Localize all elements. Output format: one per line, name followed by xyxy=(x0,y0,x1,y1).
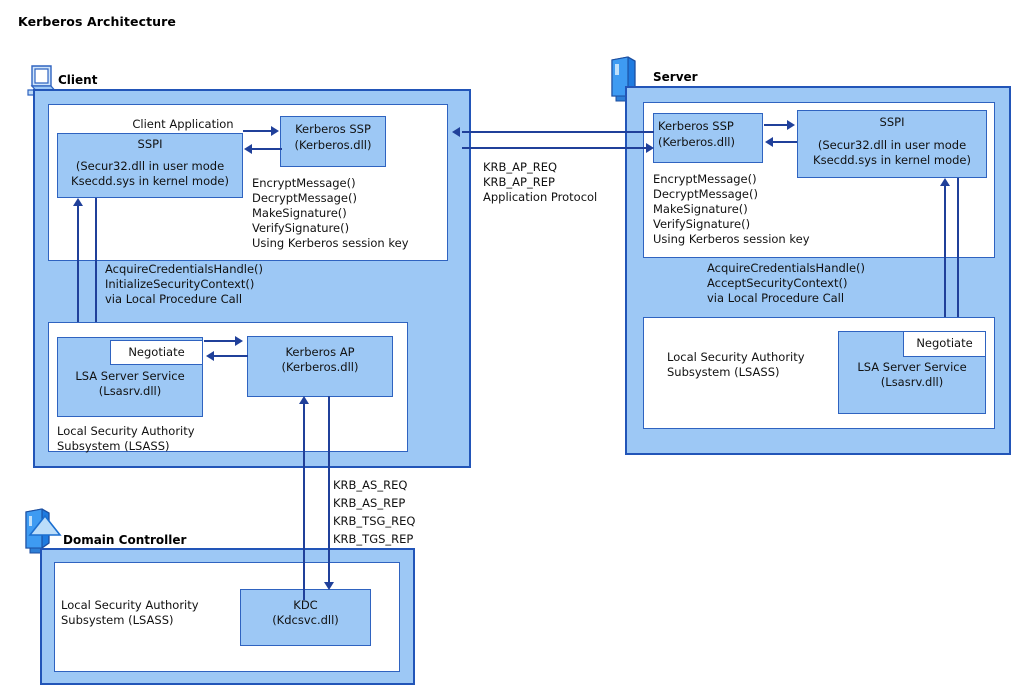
server-zone-label: Server xyxy=(653,70,698,84)
client-kerberos-ssp-box xyxy=(280,116,386,167)
client-api-call-1: DecryptMessage() xyxy=(252,191,357,205)
server-lsa-to-sspi-line xyxy=(944,186,946,340)
server-negotiate-box xyxy=(903,331,986,357)
client-kerberos-ap-box xyxy=(247,336,393,397)
client-application-label: Client Application xyxy=(132,117,234,131)
server-sspi-title: SSPI xyxy=(879,115,905,129)
kdc-to-client-arrowhead xyxy=(299,396,309,404)
server-api-call-4: Using Kerberos session key xyxy=(653,232,810,246)
client-sspi-box xyxy=(57,133,243,198)
server-kerberos-ssp-box xyxy=(653,113,763,163)
client-lpc-call-0: AcquireCredentialsHandle() xyxy=(105,262,264,276)
client-lsa-server-service-line2: (Lsasrv.dll) xyxy=(98,384,162,398)
client-to-kdc-arrowhead xyxy=(324,582,334,590)
server-lsa-server-service-line1: LSA Server Service xyxy=(857,360,967,374)
client-to-server-line xyxy=(462,147,648,149)
server-sspi-to-ssp-line xyxy=(773,141,797,143)
client-sspi-to-ssp-line xyxy=(243,130,273,132)
client-sspi-title: SSPI xyxy=(137,137,163,151)
server-to-client-arrowhead xyxy=(452,127,460,137)
server-api-call-2: MakeSignature() xyxy=(653,202,748,216)
server-api-call-0: EncryptMessage() xyxy=(653,172,757,186)
server-api-call-1: DecryptMessage() xyxy=(653,187,758,201)
client-negotiate-to-ap-arrowhead xyxy=(235,336,243,346)
client-api-call-4: Using Kerberos session key xyxy=(252,236,409,250)
client-ssp-to-sspi-line xyxy=(252,148,282,150)
client-kerberos-ssp-line2: (Kerberos.dll) xyxy=(294,138,372,152)
client-lpc-call-1: InitializeSecurityContext() xyxy=(105,277,255,291)
kdc-to-client-line xyxy=(303,404,305,600)
server-lpc-call-0: AcquireCredentialsHandle() xyxy=(707,261,866,275)
server-lsass-line2: Subsystem (LSASS) xyxy=(667,365,780,379)
connector-client-dc-label-2: KRB_TSG_REQ xyxy=(333,514,416,528)
kdc-box xyxy=(240,589,371,646)
client-zone-label: Client xyxy=(58,73,98,87)
server-lsa-to-sspi-arrowhead xyxy=(940,178,950,186)
client-to-server-arrowhead xyxy=(646,143,654,153)
client-ap-to-negotiate-line xyxy=(214,355,248,357)
server-ssp-to-sspi-line xyxy=(764,124,788,126)
connector-client-server-label-2: Application Protocol xyxy=(483,190,598,204)
client-lsa-to-sspi-arrowhead xyxy=(73,198,83,206)
connector-client-dc-label-0: KRB_AS_REQ xyxy=(333,478,408,492)
client-lsa-to-sspi-line xyxy=(77,206,79,356)
client-kerberos-ap-line2: (Kerberos.dll) xyxy=(281,360,359,374)
client-lpc-call-2: via Local Procedure Call xyxy=(105,292,243,306)
client-sspi-line2: (Secur32.dll in user mode xyxy=(75,159,225,173)
server-lpc-call-2: via Local Procedure Call xyxy=(707,291,845,305)
client-kerberos-ap-line1: Kerberos AP xyxy=(285,345,355,359)
client-lsass-line1: Local Security Authority xyxy=(57,424,195,438)
server-lpc-call-1: AcceptSecurityContext() xyxy=(707,276,848,290)
client-sspi-line3: Ksecdd.sys in kernel mode) xyxy=(71,174,229,188)
client-ssp-to-sspi-arrowhead xyxy=(244,144,252,154)
client-api-call-2: MakeSignature() xyxy=(252,206,347,220)
server-kerberos-ssp-line2: (Kerberos.dll) xyxy=(658,135,735,149)
client-api-call-0: EncryptMessage() xyxy=(252,176,356,190)
client-negotiate-box xyxy=(110,340,203,365)
client-lsass-line2: Subsystem (LSASS) xyxy=(57,439,170,453)
connector-client-server-label-1: KRB_AP_REP xyxy=(483,175,555,189)
server-lsa-server-service-line2: (Lsasrv.dll) xyxy=(880,375,944,389)
client-negotiate-label: Negotiate xyxy=(128,345,185,359)
client-sspi-to-lsa-line xyxy=(95,198,97,342)
client-kerberos-ssp-line1: Kerberos SSP xyxy=(295,122,371,136)
domain-controller-zone-label: Domain Controller xyxy=(63,533,187,547)
server-negotiate-label: Negotiate xyxy=(916,336,973,350)
client-ap-to-negotiate-arrowhead xyxy=(206,351,214,361)
connector-client-server-label-0: KRB_AP_REQ xyxy=(483,160,558,174)
server-lsass-line1: Local Security Authority xyxy=(667,350,805,364)
kdc-line1: KDC xyxy=(293,598,318,612)
client-sspi-to-ssp-arrowhead xyxy=(271,126,279,136)
kdc-line2: (Kdcsvc.dll) xyxy=(272,613,339,627)
server-ssp-to-sspi-arrowhead xyxy=(787,120,795,130)
connector-client-dc-label-3: KRB_TGS_REP xyxy=(333,532,414,546)
domain-controller-lsass-line1: Local Security Authority xyxy=(61,598,199,612)
server-kerberos-ssp-line1: Kerberos SSP xyxy=(658,119,734,133)
client-api-call-3: VerifySignature() xyxy=(252,221,350,235)
connector-client-dc-label-1: KRB_AS_REP xyxy=(333,496,406,510)
page-title: Kerberos Architecture xyxy=(18,14,176,29)
client-to-kdc-line xyxy=(328,396,330,584)
server-api-call-3: VerifySignature() xyxy=(653,217,751,231)
server-sspi-line2: (Secur32.dll in user mode xyxy=(817,138,967,152)
server-sspi-to-ssp-arrowhead xyxy=(765,137,773,147)
client-negotiate-to-ap-line xyxy=(204,340,236,342)
domain-controller-lsass-line2: Subsystem (LSASS) xyxy=(61,613,174,627)
server-sspi-to-lsa-line xyxy=(957,178,959,323)
server-to-client-line xyxy=(462,131,654,133)
server-sspi-line3: Ksecdd.sys in kernel mode) xyxy=(813,153,971,167)
client-lsa-server-service-line1: LSA Server Service xyxy=(75,369,185,383)
server-sspi-box xyxy=(797,110,987,178)
